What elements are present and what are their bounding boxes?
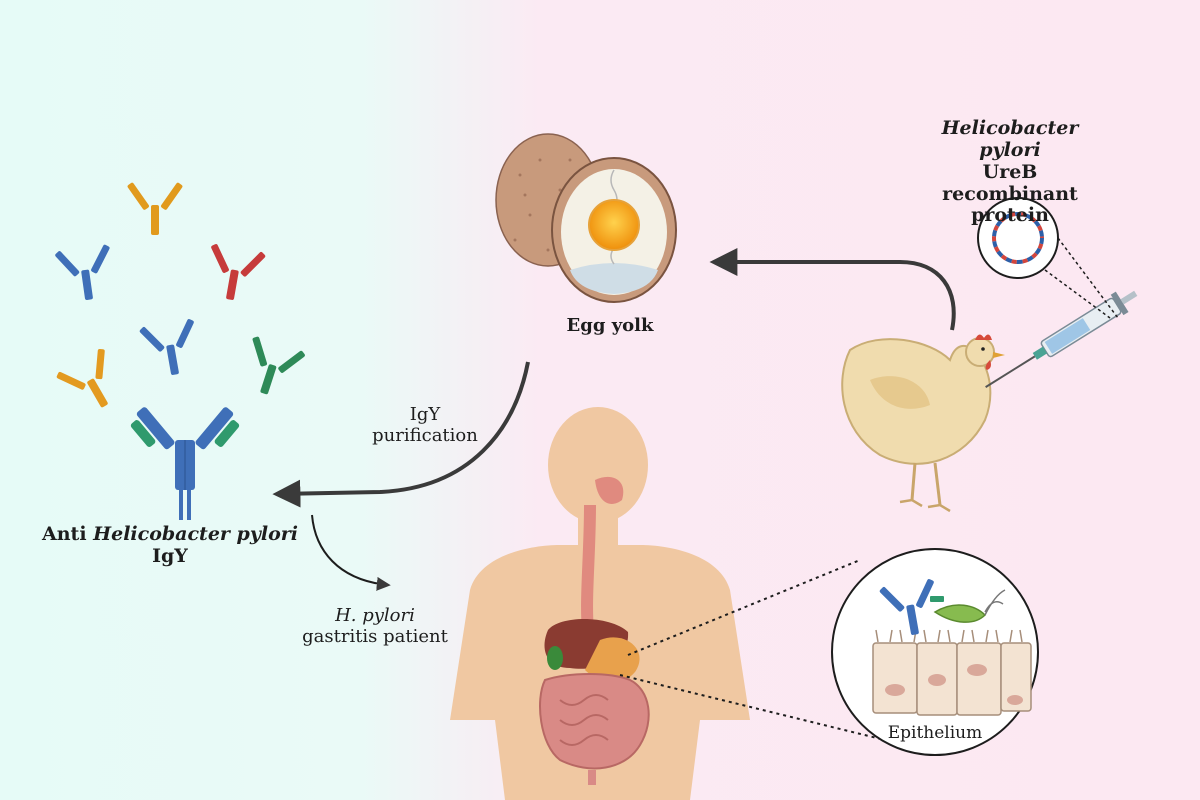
antibody-red [202,242,267,305]
purification-line1: IgY [409,404,441,425]
igy-to-patient-arrow [311,514,391,591]
intestine-shape [539,673,650,770]
igy-line1: Anti Helicobacter pylori [25,523,315,546]
antigen-line3: protein [971,204,1049,227]
antibody-orange [126,181,184,235]
igy-antibody-large [130,407,240,520]
igy-label: Anti Helicobacter pylori IgY [25,523,315,568]
patient-line1: H. pylori [335,605,415,626]
egg-illustration [495,133,677,303]
chicken-illustration [841,334,1005,513]
igy-organism: Helicobacter pylori [93,523,298,545]
patient-label: H. pylori gastritis patient [280,605,470,647]
plasmid-icon [977,197,1119,319]
antigen-organism: Helicobacter pylori [941,117,1079,161]
chicken-to-egg-arrow [709,248,956,331]
antigen-line2: UreB recombinant [942,160,1078,205]
epithelium-zoom [831,548,1039,756]
antibody-orange-2 [54,345,130,421]
egg-yolk-label: Egg yolk [566,315,654,336]
antibody-cluster [53,181,307,520]
patient-line2: gastritis patient [302,625,448,647]
antigen-label: Helicobacter pylori UreB recombinant pro… [915,117,1105,227]
epithelium-label: Epithelium [887,723,983,743]
egg-to-igy-arrow [272,361,530,508]
igy-prefix: Anti [41,523,87,545]
antibody-blue-red [138,317,203,380]
antibody-green [236,334,307,403]
antibody-blue-green [53,243,118,304]
purification-label: IgY purification [355,404,495,446]
purification-line2: purification [372,424,478,446]
yolk [588,199,640,251]
syringe-icon [985,290,1138,388]
igy-line2: IgY [152,544,188,567]
patient-illustration [450,407,886,800]
